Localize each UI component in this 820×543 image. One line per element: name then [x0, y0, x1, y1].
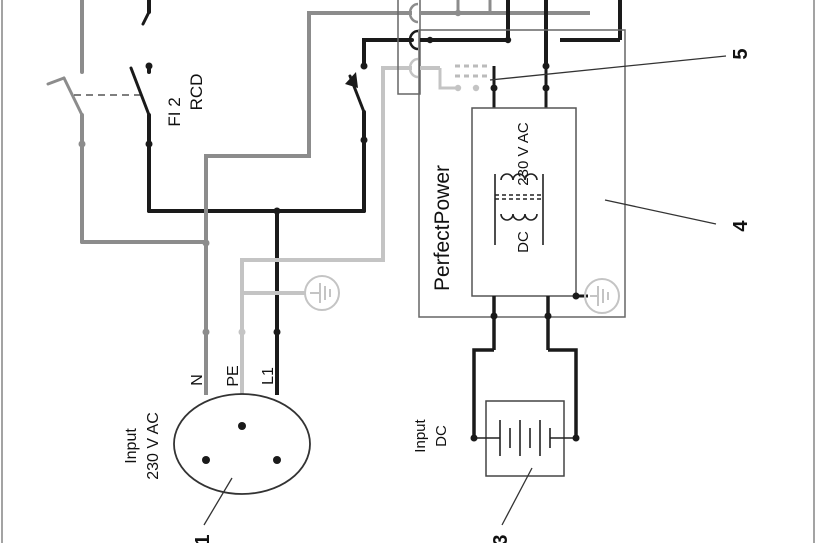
- pe-wire: [240, 66, 412, 395]
- junction-dot: [504, 36, 512, 44]
- junction-dot: [202, 328, 210, 336]
- callout-4: 4: [730, 220, 752, 232]
- pin-pe-label: PE: [225, 365, 242, 386]
- junction-dot: [273, 328, 281, 336]
- junction-dot: [238, 328, 246, 336]
- converter-module: [471, 107, 577, 297]
- ac-input-socket: [173, 393, 311, 495]
- input-ac-label-line2: 230 V AC: [145, 412, 162, 480]
- module-ac-label: 230 V AC: [515, 122, 532, 186]
- rcd-type-label: RCD: [187, 74, 206, 111]
- callout-3: 3: [490, 534, 512, 543]
- socket-pins: [202, 422, 281, 464]
- junction-dot: [360, 62, 368, 70]
- junction-dot: [490, 84, 498, 92]
- junction-dot: [145, 140, 153, 148]
- transformer-icon: [494, 173, 544, 245]
- module-dc-label: DC: [515, 231, 532, 253]
- junction-dot: [202, 239, 210, 247]
- rcd-phase-pole: [129, 0, 366, 213]
- junction-dot: [426, 36, 434, 44]
- junction-dot: [360, 136, 368, 144]
- junction-dot: [490, 312, 498, 320]
- dc-output-lines: [492, 294, 588, 350]
- input-ac-label-line1: Input: [123, 428, 140, 464]
- ground-icon: [584, 278, 620, 314]
- junction-dot: [454, 84, 462, 92]
- junction-dot: [472, 84, 480, 92]
- ground-icon: [304, 275, 340, 311]
- junction-dot: [470, 434, 478, 442]
- junction-dot: [542, 84, 550, 92]
- junction-dot: [145, 62, 153, 70]
- neutral-wire: [204, 11, 412, 395]
- connector-terminals: [408, 2, 419, 79]
- rcd-name-label: FI 2: [165, 97, 184, 126]
- rcd-neutral-pole: [46, 0, 208, 244]
- callout-5: 5: [730, 48, 752, 59]
- junction-dot: [454, 9, 462, 17]
- pin-n-label: N: [189, 374, 206, 386]
- junction-dot: [78, 140, 86, 148]
- input-dc-label-line1: Input: [412, 418, 429, 452]
- junction-dot: [572, 292, 580, 300]
- junction-dot: [273, 207, 281, 215]
- device-name-label: PerfectPower: [431, 165, 454, 291]
- junction-dot: [544, 312, 552, 320]
- switch-arrow: [345, 72, 358, 88]
- junction-dot: [572, 434, 580, 442]
- callout-leaders: [203, 55, 727, 526]
- callout-1: 1: [192, 534, 214, 543]
- dc-input-wires: [472, 348, 578, 438]
- input-dc-label-line2: DC: [433, 425, 450, 447]
- perfectpower-device: [418, 29, 626, 318]
- pin-l1-label: L1: [260, 367, 277, 385]
- connector-outputs: [420, 0, 622, 70]
- battery-icon: [474, 420, 576, 456]
